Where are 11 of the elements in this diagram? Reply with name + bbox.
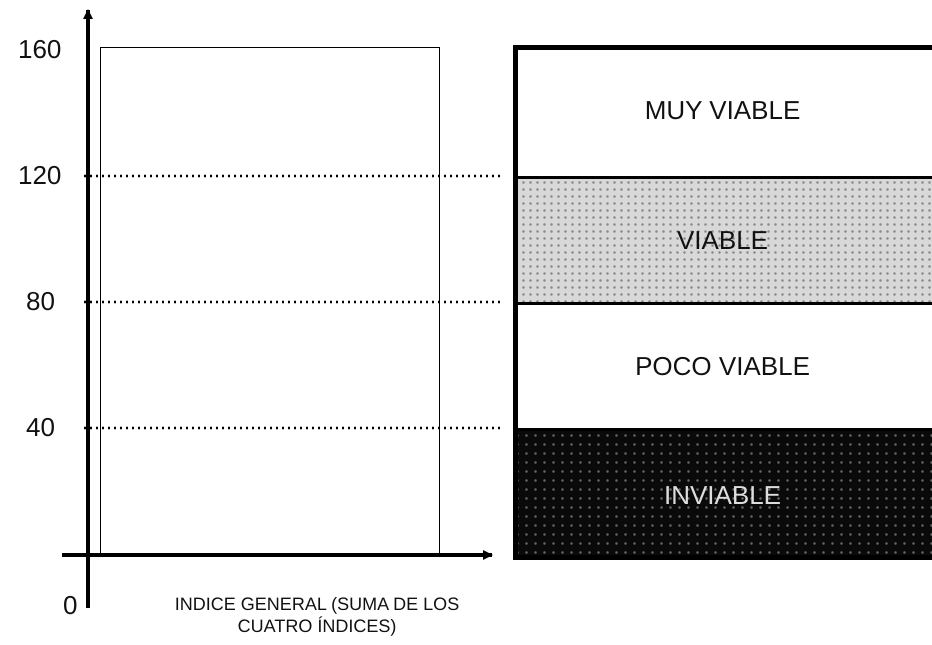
band-label: POCO VIABLE: [635, 351, 810, 382]
band-label: VIABLE: [676, 225, 768, 256]
band-label: MUY VIABLE: [644, 95, 800, 126]
axis-title: INDICE GENERAL (SUMA DE LOS CUATRO ÍNDICES): [174, 594, 460, 638]
tick-label: 120: [18, 160, 62, 191]
tick-label: 80: [26, 286, 55, 317]
tick-label: 0: [63, 590, 78, 621]
tick-label: 40: [26, 412, 55, 443]
empty-bar: [100, 47, 440, 555]
tick-label: 160: [18, 34, 62, 65]
band-label: INVIABLE: [664, 480, 782, 511]
